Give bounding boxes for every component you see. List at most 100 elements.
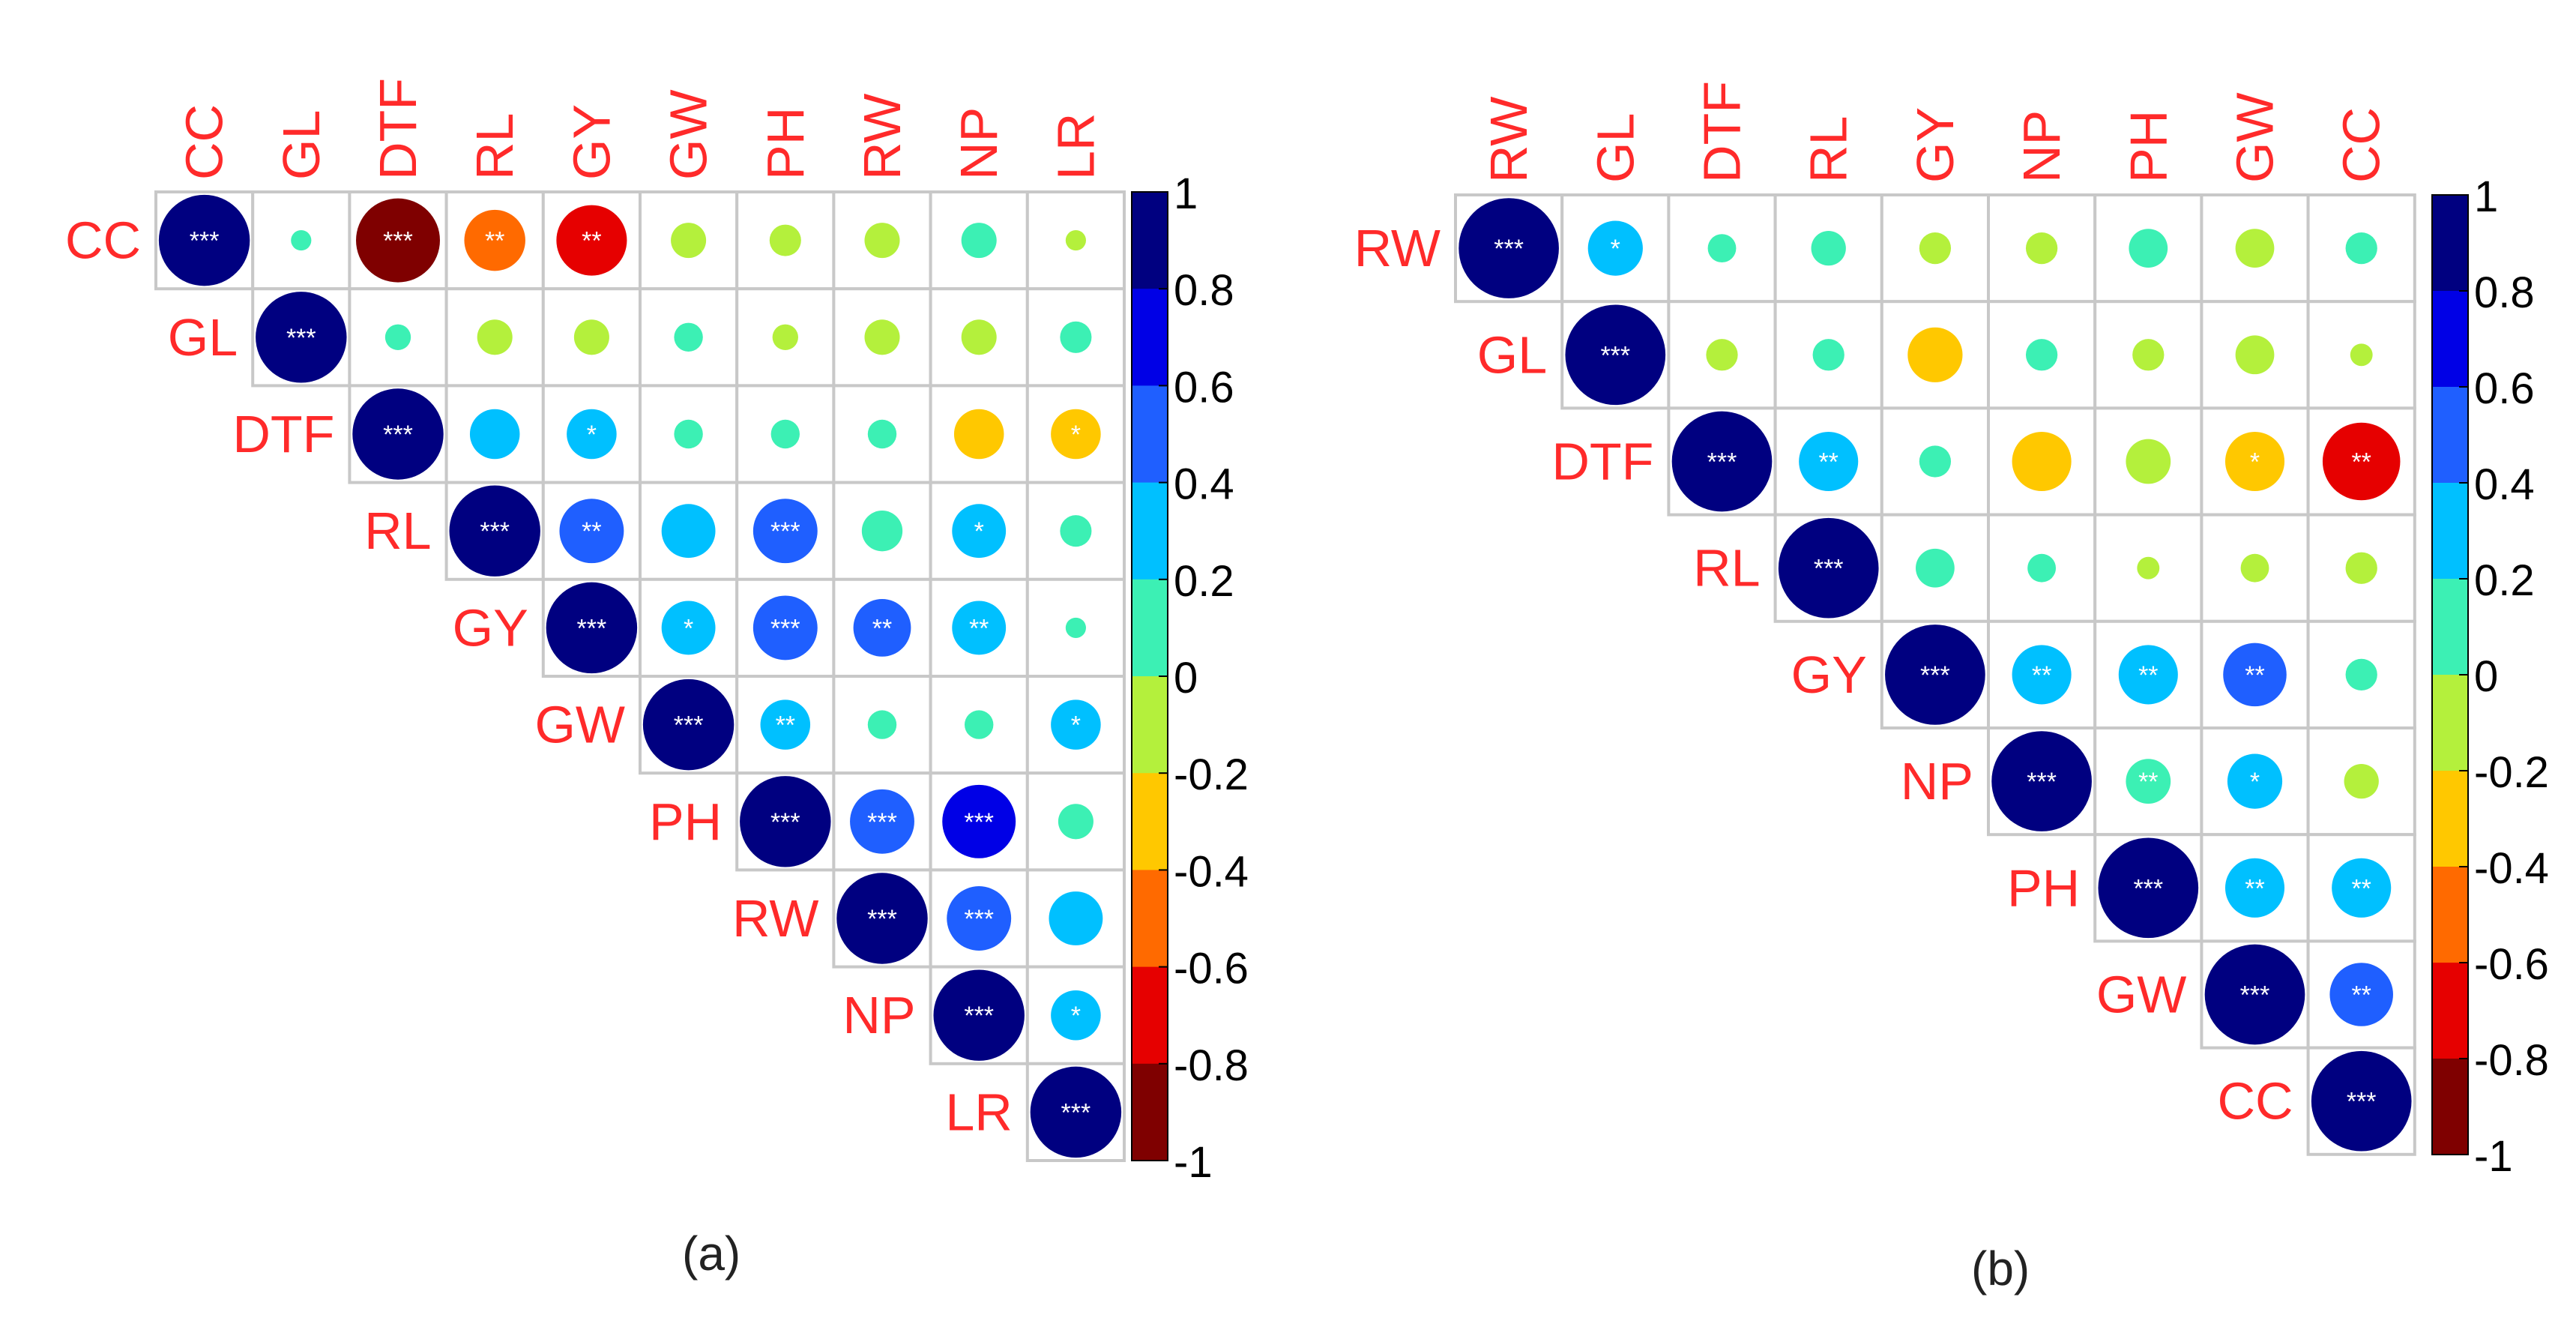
panel-a-significance-stars: *** <box>383 421 413 449</box>
panel-a-significance-stars: * <box>1071 711 1081 740</box>
panel-b-row-label: CC <box>2217 1072 2293 1131</box>
panel-a-colorbar-tick-label: 0.6 <box>1174 363 1234 412</box>
panel-a-significance-stars: *** <box>964 1002 994 1030</box>
panel-a-correlation-circle <box>933 969 1025 1061</box>
panel-b-row-label: NP <box>1901 752 1973 810</box>
panel-b-correlation-circle <box>1778 517 1879 619</box>
panel-a-significance-stars: ** <box>485 227 504 256</box>
panel-a-colorbar-tick-label: -1 <box>1174 1138 1213 1187</box>
panel-a-correlation-circle <box>864 223 900 259</box>
panel-a-significance-stars: * <box>1071 1002 1081 1030</box>
panel-a-significance-stars: *** <box>964 808 994 837</box>
panel-a-correlation-circle <box>573 319 609 355</box>
panel-b-correlation-circle <box>2332 858 2392 918</box>
panel-a-correlation-circle <box>760 699 811 750</box>
panel-a-correlation-circle <box>674 322 703 352</box>
panel-a-column-label: GL <box>272 110 331 180</box>
panel-b-correlation-circle <box>1459 198 1559 298</box>
panel-b-significance-stars: * <box>2250 768 2260 796</box>
panel-a-significance-stars: *** <box>286 324 316 352</box>
panel-a-row-label: CC <box>65 211 141 270</box>
panel-b-colorbar-tick-label: 1 <box>2474 172 2498 221</box>
panel-a-correlation-circle <box>1051 409 1101 460</box>
panel-b-correlation-circle <box>1907 327 1963 382</box>
panel-a-correlation-circle <box>752 499 818 564</box>
panel-a-significance-stars: *** <box>1061 1098 1091 1127</box>
panel-a-row-label: DTF <box>232 405 334 463</box>
panel-a-colorbar-tick-label: 0 <box>1174 654 1198 702</box>
panel-b-correlation-circle <box>2322 422 2401 501</box>
panel-b-correlation-circle <box>2240 553 2269 583</box>
panel-a-significance-stars: *** <box>867 905 897 933</box>
panel-b-significance-stars: ** <box>1818 448 1838 477</box>
panel-a-correlation-circle <box>836 873 928 964</box>
panel-b-significance-stars: ** <box>2351 448 2371 477</box>
panel-a-colorbar-tick-label: 0.4 <box>1174 460 1234 509</box>
panel-a-correlation-circle <box>1065 230 1086 251</box>
panel-b-significance-stars: *** <box>1600 341 1630 370</box>
panel-a-colorbar-tick-label: -0.8 <box>1174 1041 1249 1090</box>
panel-a-colorbar-tick-label: -0.6 <box>1174 945 1249 993</box>
panel-b-column-label: RW <box>1479 97 1538 183</box>
panel-a-correlation-circle <box>477 319 513 355</box>
panel-b-correlation-circle <box>2132 339 2165 371</box>
panel-b-colorbar-segment <box>2432 195 2468 292</box>
panel-b-colorbar-tick-label: 0.8 <box>2474 268 2535 317</box>
panel-a-significance-stars: *** <box>383 227 413 256</box>
panel-a-significance-stars: *** <box>674 711 704 740</box>
panel-a-correlation-circle <box>661 601 716 655</box>
panel-b-significance-stars: *** <box>2240 981 2270 1010</box>
panel-a-correlation-circle <box>961 319 997 355</box>
panel-a-correlation-circle <box>1058 804 1094 840</box>
panel-a-correlation-circle <box>384 324 411 350</box>
panel-b-correlation-circle <box>2012 645 2072 705</box>
panel-a-colorbar-segment <box>1132 1063 1168 1161</box>
panel-a-correlation-circle <box>861 511 903 552</box>
panel-a-row-label: LR <box>945 1083 1012 1141</box>
panel-a-colorbar-segment <box>1132 579 1168 677</box>
panel-a-correlation-circle <box>1060 515 1092 547</box>
panel-b-column-label: NP <box>2012 110 2071 183</box>
panel-b-significance-stars: ** <box>2351 874 2371 903</box>
panel-a-significance-stars: * <box>1071 421 1081 449</box>
panel-b-correlation-circle <box>1587 220 1643 276</box>
panel-b-correlation-circle <box>2235 335 2275 375</box>
panel-b-colorbar-tick-label: 0 <box>2474 652 2498 701</box>
panel-b-correlation-circle <box>2224 431 2285 492</box>
panel-a-correlation-circle <box>356 198 440 283</box>
panel-a-colorbar-segment <box>1132 385 1168 484</box>
panel-b-correlation-circle <box>2344 763 2379 799</box>
panel-a-correlation-circle <box>567 409 617 460</box>
panel-b-column-label: PH <box>2119 110 2177 183</box>
panel-a-colorbar-tick-label: -0.2 <box>1174 750 1249 799</box>
panel-a-colorbar-tick-label: 0.2 <box>1174 557 1234 606</box>
panel-b-correlation-circle <box>2012 431 2072 492</box>
panel-b-significance-stars: ** <box>2351 981 2371 1010</box>
panel-b-correlation-circle <box>2345 658 2377 691</box>
panel-b-correlation-circle <box>2129 229 2168 268</box>
panel-a-colorbar-segment <box>1132 192 1168 289</box>
panel-b-correlation-circle <box>1707 234 1737 263</box>
panel-a-correlation-circle <box>769 224 801 256</box>
panel-b-significance-stars: *** <box>1920 661 1950 690</box>
panel-b-row-label: GL <box>1477 325 1547 384</box>
panel-b-correlation-circle <box>2345 232 2377 265</box>
panel-a-significance-stars: *** <box>577 614 607 643</box>
panel-b-row-label: DTF <box>1551 433 1653 491</box>
panel-b-significance-stars: *** <box>1707 448 1737 477</box>
panel-b-colorbar-tick-label: 0.4 <box>2474 460 2535 509</box>
panel-b-colorbar-tick-label: 0.6 <box>2474 364 2535 413</box>
panel-b-row-label: RL <box>1693 539 1760 598</box>
panel-a-column-label: RW <box>853 94 911 180</box>
panel-b-colorbar-tick-label: -0.6 <box>2474 940 2549 989</box>
panel-a-column-label: PH <box>756 107 815 180</box>
panel-b-caption: (b) <box>1971 1242 2030 1296</box>
panel-b-column-label: GL <box>1586 113 1644 183</box>
panel-a-significance-stars: ** <box>582 227 601 256</box>
panel-b-significance-stars: *** <box>2133 874 2163 903</box>
panel-a-correlation-circle <box>740 776 831 867</box>
panel-a-significance-stars: *** <box>190 227 220 256</box>
panel-b-significance-stars: ** <box>2245 874 2264 903</box>
